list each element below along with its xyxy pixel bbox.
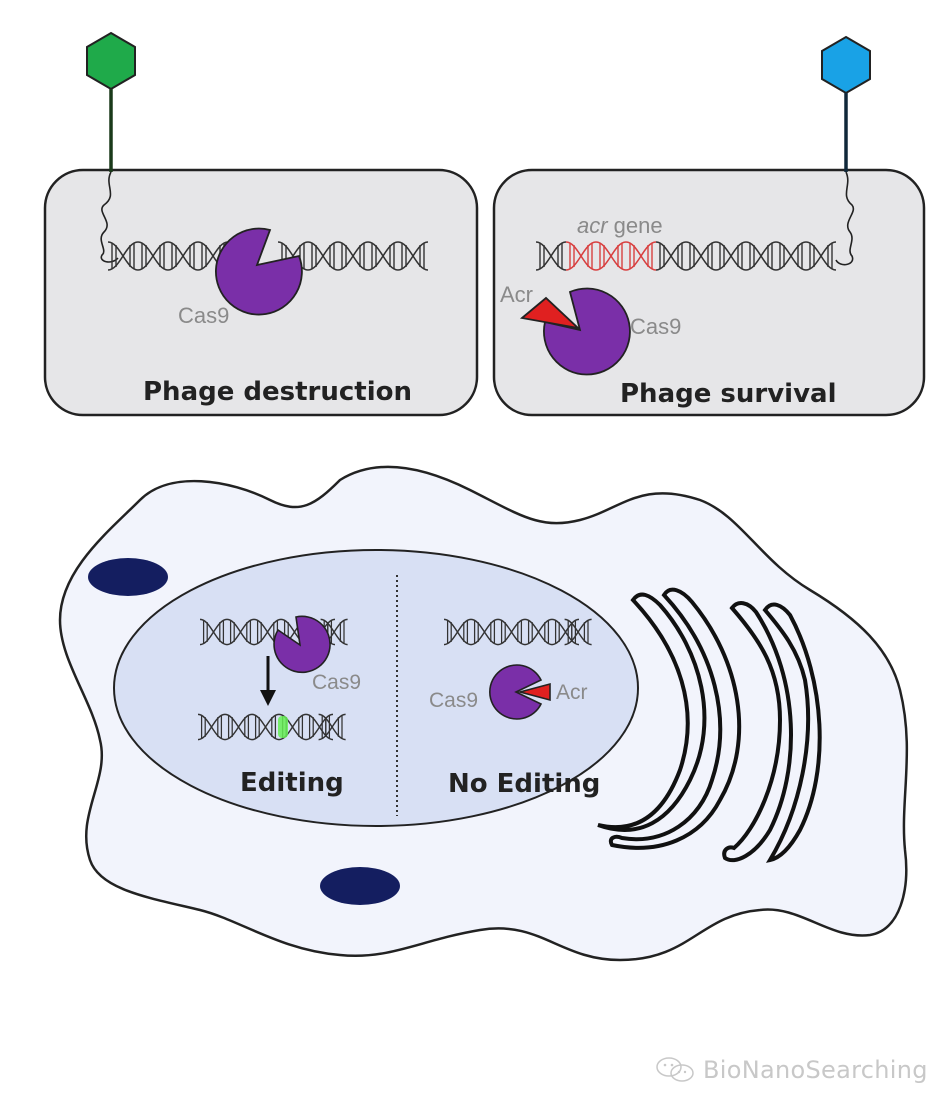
- vesicle-icon: [320, 867, 400, 905]
- injected-dna-strand: [100, 171, 119, 263]
- eukaryotic-cell: Cas9 Editing Cas9 Acr No Editing: [58, 465, 909, 962]
- cas9-label-right: Cas9: [630, 314, 681, 339]
- acr-protein-icon: [519, 296, 581, 330]
- editing-section: Cas9 Editing: [197, 615, 361, 798]
- no-editing-section: Cas9 Acr No Editing: [429, 618, 600, 799]
- vesicle-icon: [88, 558, 168, 596]
- phage-destruction-title: Phage destruction: [143, 377, 412, 407]
- edit-mark-icon: [278, 716, 288, 738]
- acr-gene-rest: gene: [608, 213, 663, 238]
- panel-phage-survival: acr gene Acr Cas9 Phage survival: [492, 35, 926, 417]
- acr-protein-icon: [516, 682, 551, 702]
- acr-gene-italic: acr: [577, 213, 609, 238]
- cas9-protein-icon: [273, 615, 331, 674]
- no-editing-title: No Editing: [448, 769, 600, 799]
- cas9-protein-icon: [489, 664, 543, 720]
- cas9-label-left: Cas9: [178, 303, 229, 328]
- cas9-label-no-editing: Cas9: [429, 689, 478, 712]
- acr-label-no-editing: Acr: [556, 681, 588, 704]
- watermark-text: BioNanoSearching: [703, 1056, 928, 1084]
- cas9-label-editing: Cas9: [312, 671, 361, 694]
- phage-head-green-icon: [86, 31, 136, 91]
- injected-dna-strand: [835, 171, 855, 266]
- acr-gene-label: acr gene: [577, 213, 663, 238]
- editing-title: Editing: [240, 768, 344, 798]
- phage-survival-title: Phage survival: [620, 379, 836, 409]
- golgi-apparatus-icon: [597, 587, 822, 863]
- cas9-protein-icon: [215, 227, 303, 316]
- acr-label: Acr: [500, 282, 533, 307]
- nucleus: [113, 549, 639, 827]
- panel-phage-destruction: Cas9 Phage destruction: [43, 31, 479, 417]
- watermark: BioNanoSearching: [655, 1055, 928, 1085]
- cas9-protein-icon: [543, 287, 631, 376]
- arrow-head: [260, 690, 276, 706]
- wechat-icon: [656, 1057, 694, 1082]
- phage-head-blue-icon: [821, 35, 871, 95]
